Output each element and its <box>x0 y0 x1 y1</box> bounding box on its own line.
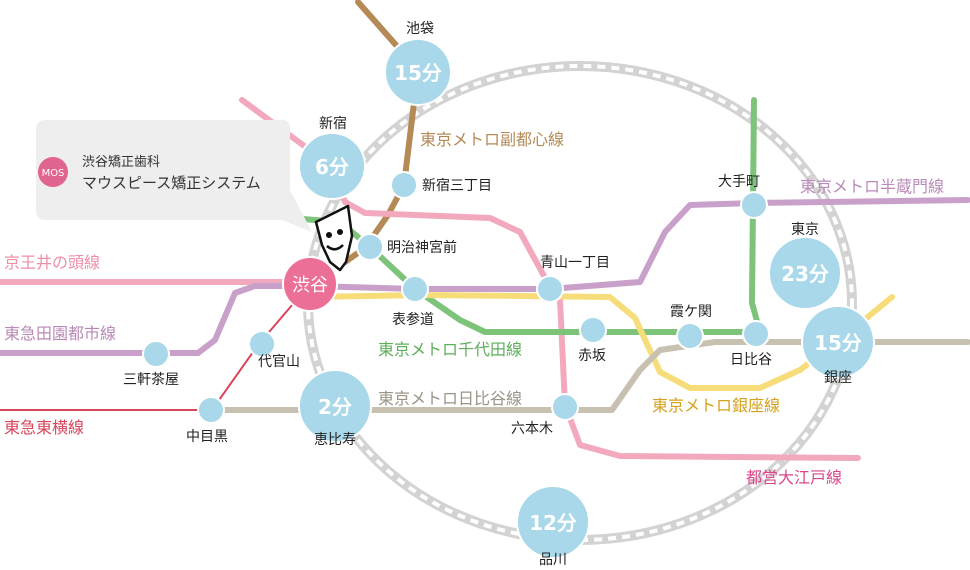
name-ginza: 銀座 <box>824 370 852 386</box>
label-akasaka: 赤坂 <box>578 348 606 364</box>
label-shinjuku-sanchome: 新宿三丁目 <box>422 177 492 194</box>
label-sangenjaya: 三軒茶屋 <box>123 372 179 388</box>
name-tokyo: 東京 <box>791 222 819 238</box>
label-line-toyoko: 東急東横線 <box>4 418 84 437</box>
station-meiji-jingumae <box>356 233 384 261</box>
name-shinagawa: 品川 <box>539 552 567 568</box>
destination-ebisu-circle <box>298 369 372 443</box>
clinic-logo <box>38 157 68 187</box>
label-otemachi: 大手町 <box>718 174 760 190</box>
label-nakameguro: 中目黒 <box>186 429 228 445</box>
time-ginza: 15分 <box>814 331 862 355</box>
name-ikebukuro: 池袋 <box>406 21 434 37</box>
station-kasumigaseki <box>676 322 704 350</box>
station-sangenjaya <box>142 340 170 368</box>
station-dots <box>142 171 770 424</box>
time-ikebukuro: 15分 <box>394 61 442 85</box>
station-hibiya <box>742 320 770 348</box>
station-akasaka <box>579 316 607 344</box>
destination-tokyo-circle <box>768 236 842 310</box>
station-aoyama-itchome <box>536 275 564 303</box>
label-kasumigaseki: 霞ケ関 <box>670 304 712 320</box>
time-shinagawa: 12分 <box>529 511 577 535</box>
name-shinjuku: 新宿 <box>319 115 347 132</box>
label-aoyama-itchome: 青山一丁目 <box>540 255 610 271</box>
label-line-oedo: 都営大江戸線 <box>746 468 842 487</box>
label-hibiya: 日比谷 <box>730 352 772 368</box>
station-otemachi <box>740 191 768 219</box>
label-daikanyama: 代官山 <box>258 354 300 370</box>
destination-shinjuku-circle <box>298 132 366 200</box>
label-meiji-jingumae: 明治神宮前 <box>387 239 457 256</box>
destination-ginza-circle <box>801 305 875 379</box>
label-line-denentoshi: 東急田園都市線 <box>4 324 116 343</box>
destination-ikebukuro-circle <box>384 38 452 106</box>
station-shinjuku-sanchome <box>390 171 418 199</box>
clinic-name-main: マウスピース矯正システム <box>82 174 261 192</box>
hub-shibuya-circle <box>282 256 338 312</box>
station-daikanyama <box>248 330 276 358</box>
hub-shibuya-label: 渋谷 <box>292 275 328 296</box>
station-omotesando <box>401 275 429 303</box>
label-omotesando: 表参道 <box>392 311 434 328</box>
label-line-inokashira: 京王井の頭線 <box>4 253 100 272</box>
label-line-hanzomon: 東京メトロ半蔵門線 <box>800 177 944 196</box>
label-line-chiyoda: 東京メトロ千代田線 <box>378 340 522 359</box>
station-roppongi <box>551 393 579 421</box>
clinic-logo-mark: MOS <box>42 168 65 179</box>
destination-shinagawa-circle <box>516 485 590 559</box>
destination-circles <box>298 38 875 559</box>
time-shinjuku: 6分 <box>315 155 349 179</box>
label-line-fukutoshin: 東京メトロ副都心線 <box>420 130 564 149</box>
station-nakameguro <box>197 396 225 424</box>
name-ebisu: 恵比寿 <box>314 431 356 448</box>
time-tokyo: 23分 <box>781 262 829 286</box>
label-line-ginza: 東京メトロ銀座線 <box>652 396 780 415</box>
clinic-callout: MOS 渋谷矯正歯科 マウスピース矯正システム <box>36 120 312 232</box>
tooth-mascot-icon <box>314 204 354 272</box>
label-roppongi: 六本木 <box>511 421 553 437</box>
label-line-hibiya: 東京メトロ日比谷線 <box>378 389 522 408</box>
time-ebisu: 2分 <box>318 395 352 419</box>
clinic-name-top: 渋谷矯正歯科 <box>82 155 160 170</box>
